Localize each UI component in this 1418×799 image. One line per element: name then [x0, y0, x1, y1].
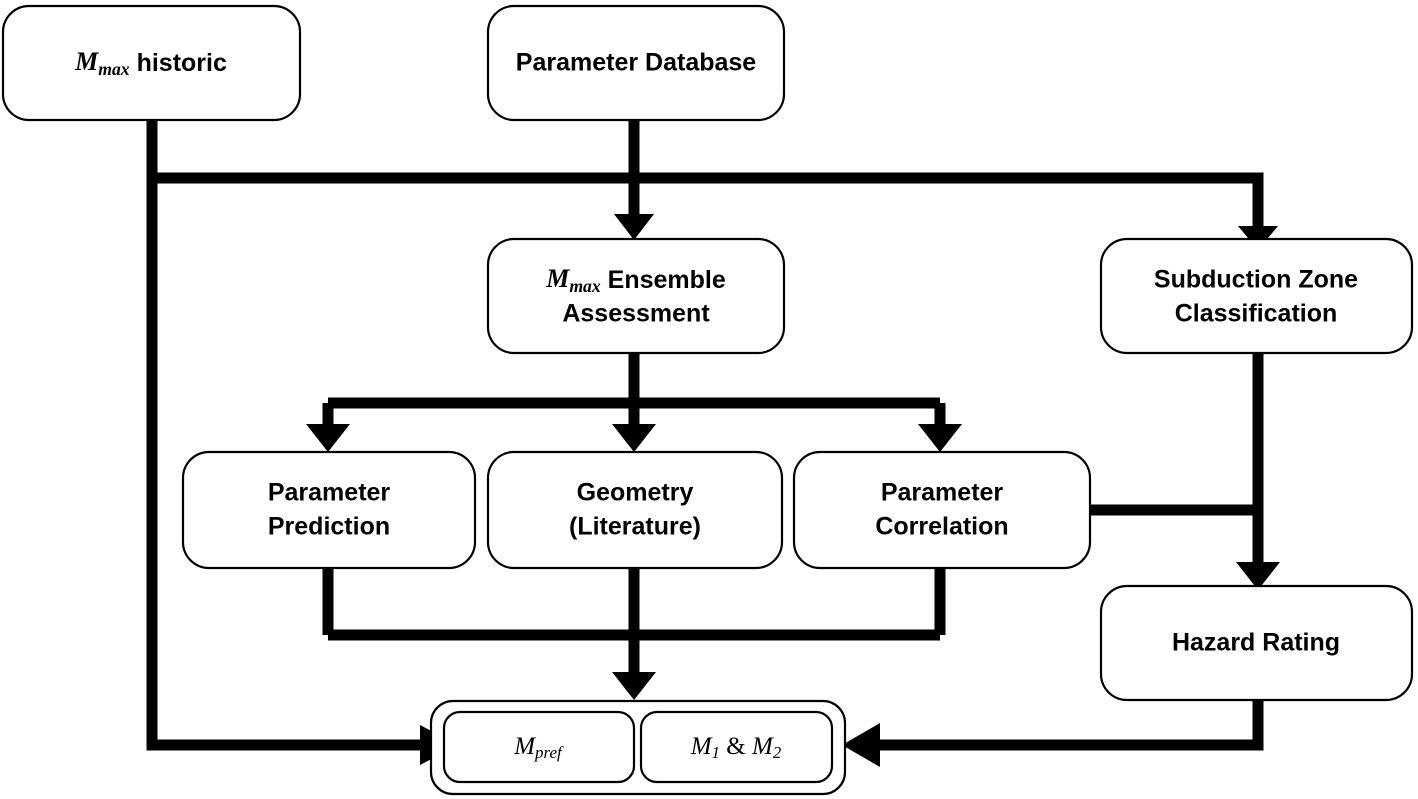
node-m1-m2[interactable]	[639, 710, 834, 784]
node-geometry-literature-label-line1: Geometry	[577, 479, 694, 507]
node-m-pref-label: Mpref	[513, 733, 564, 762]
arrowhead-ensemble-to-parameter-correlation	[918, 424, 962, 452]
edge-mmax-historic-to-output	[146, 120, 420, 751]
node-geometry-literature-label-line2: (Literature)	[569, 513, 701, 541]
node-parameter-prediction-label-line2: Prediction	[268, 513, 390, 541]
node-mmax-ensemble-label-line2: Assessment	[562, 300, 710, 328]
node-mmax-ensemble-label-line1: Mmax Ensemble	[545, 264, 726, 296]
arrowhead-hazard-rating-to-output	[842, 723, 880, 767]
node-m1-m2-label: M1 & M2	[690, 733, 782, 762]
node-parameter-prediction-label-line1: Parameter	[268, 479, 391, 507]
node-subduction-zone-classification[interactable]	[1099, 237, 1414, 355]
node-geometry-literature[interactable]	[486, 450, 784, 570]
node-hazard-rating[interactable]	[1099, 584, 1414, 702]
arrowhead-merge-to-output	[612, 672, 656, 700]
node-parameter-correlation[interactable]	[792, 450, 1092, 570]
node-m-pref[interactable]	[442, 710, 636, 784]
node-parameter-correlation-label-line2: Correlation	[875, 513, 1008, 541]
arrowhead-subduction-to-hazard-rating	[1236, 562, 1280, 590]
node-parameter-database[interactable]	[486, 4, 786, 122]
node-parameter-prediction[interactable]	[181, 450, 477, 570]
node-mmax-historic[interactable]	[1, 4, 302, 122]
edge-top-bus-to-subduction	[152, 172, 1264, 226]
node-subduction-zone-label-line1: Subduction Zone	[1154, 266, 1358, 294]
node-mmax-historic-label: Mmax historic	[74, 47, 227, 79]
node-mmax-ensemble-assessment[interactable]	[486, 237, 786, 355]
arrowhead-ensemble-to-geometry	[612, 424, 656, 452]
node-parameter-database-label: Parameter Database	[516, 49, 757, 77]
node-parameter-correlation-label-line1: Parameter	[881, 479, 1004, 507]
arrowhead-parameter-database-to-ensemble	[614, 214, 654, 240]
arrowhead-ensemble-to-parameter-prediction	[306, 424, 350, 452]
node-hazard-rating-label: Hazard Rating	[1172, 629, 1340, 657]
node-subduction-zone-label-line2: Classification	[1175, 300, 1338, 328]
edge-hazard-rating-to-output	[880, 700, 1264, 751]
